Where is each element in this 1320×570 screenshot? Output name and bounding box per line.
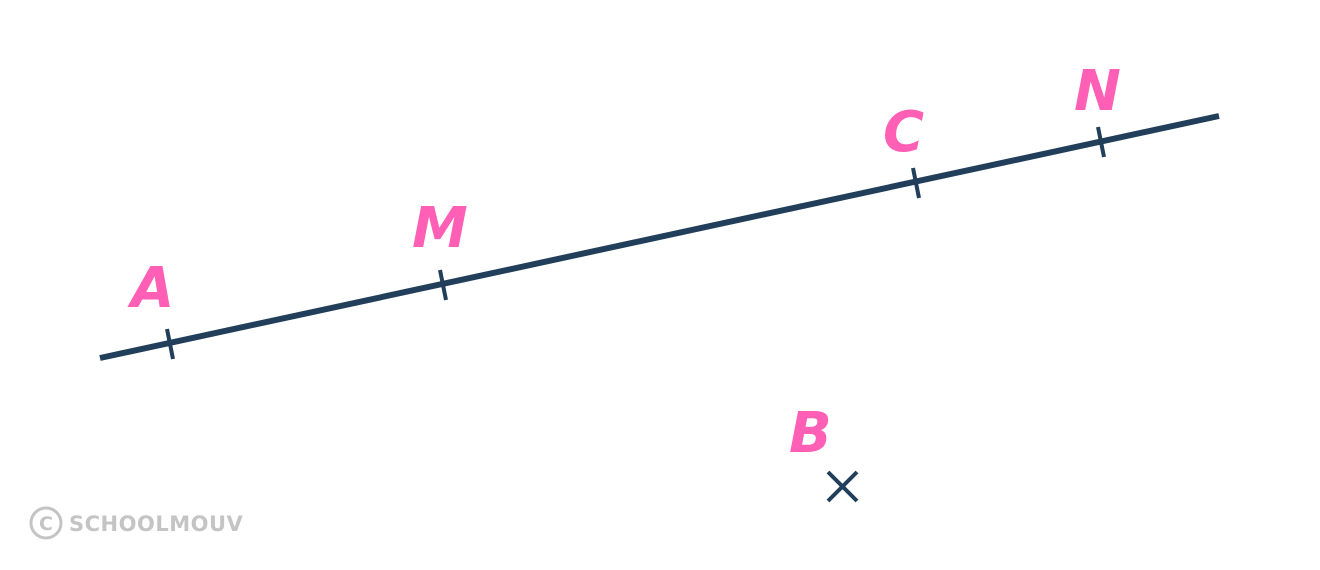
cross-mark-point-b (826, 470, 859, 503)
tick-point-m (438, 269, 448, 301)
label-point-c: C (883, 100, 924, 165)
label-point-n: N (1074, 59, 1121, 124)
point-ticks (165, 126, 1106, 360)
tick-point-a (165, 328, 175, 360)
tick-point-n (1096, 126, 1106, 158)
label-point-m: M (412, 196, 468, 261)
tick-point-c (911, 167, 921, 199)
schoolmouv-watermark: C © SCHOOLMOUV (29, 506, 243, 540)
label-point-b: B (789, 401, 832, 466)
watermark-text: SCHOOLMOUV (69, 512, 243, 536)
label-point-a: A (127, 256, 174, 321)
copyright-c-glyph: C (39, 513, 53, 535)
line-through-points (99, 113, 1220, 361)
copyright-icon (29, 506, 63, 540)
